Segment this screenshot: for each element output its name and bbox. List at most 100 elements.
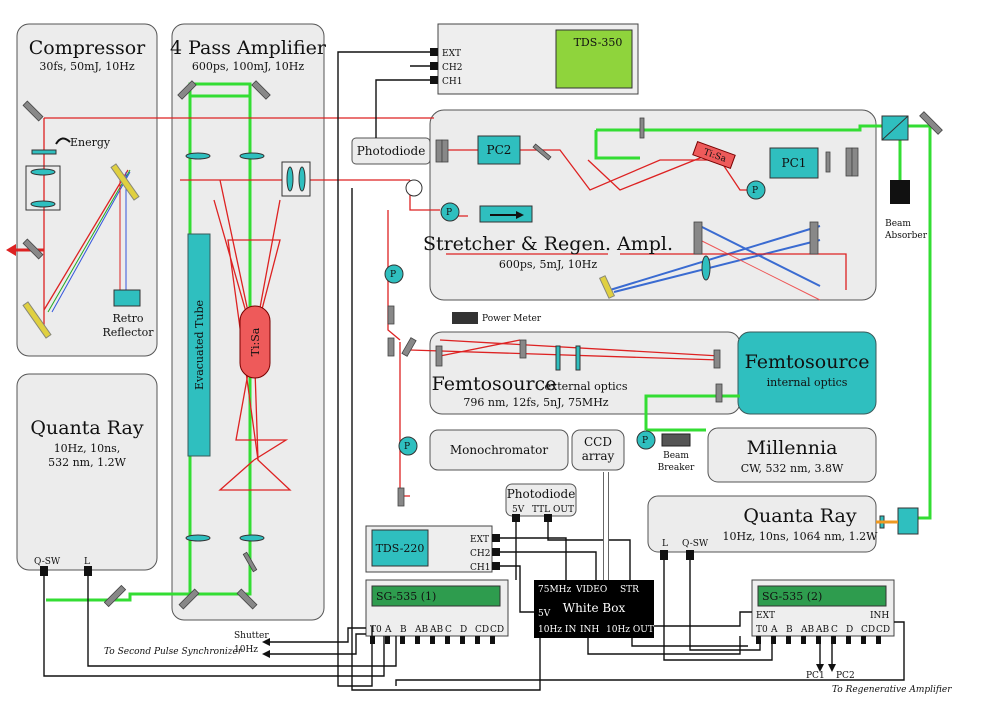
ccd-box xyxy=(571,429,625,471)
qr-right-qsw: Q-SW xyxy=(682,539,709,549)
sg535-1-port-label: B xyxy=(400,625,407,635)
sg535-1-port-connector xyxy=(475,636,480,644)
sg535-1-port-connector xyxy=(400,636,405,644)
grating-symbol xyxy=(110,163,140,201)
power-probe-label: P xyxy=(404,442,410,452)
sg535-2-inh: INH xyxy=(870,611,889,621)
stretcher-panel xyxy=(429,109,877,301)
ccd-label-2: array xyxy=(582,449,615,463)
beam-breaker-2: Breaker xyxy=(658,463,695,473)
qr-left-l: L xyxy=(84,557,90,567)
pc1-label: PC1 xyxy=(782,156,807,170)
sg535-2-port-label: CD xyxy=(861,625,875,635)
power-probe-label: P xyxy=(642,436,648,446)
power-probes: P P P P P xyxy=(384,179,766,456)
sg535-2-port-label: AB xyxy=(815,625,829,635)
tds350-screen xyxy=(555,29,633,89)
photodiode-bottom-label: Photodiode xyxy=(507,487,576,501)
sg535-2-port-label: B xyxy=(786,625,793,635)
ccd-label-1: CCD xyxy=(584,435,612,449)
retro-label-1: Retro xyxy=(112,312,143,325)
photodiode-bottom-box xyxy=(505,483,577,517)
photodiode-5v: 5V xyxy=(512,505,525,515)
femto-int-subtitle: internal optics xyxy=(767,376,848,389)
qr-right-cube xyxy=(897,507,919,535)
power-probe-label: P xyxy=(446,208,452,218)
white-box-title: White Box xyxy=(563,601,626,615)
white-box-5v: 5V xyxy=(538,609,551,619)
sg535-2-port-label: T0 xyxy=(756,625,768,635)
sg535-2-label: SG-535 (2) xyxy=(762,590,822,603)
beam-absorber-1: Beam xyxy=(885,219,911,229)
sg535-1-port-connector xyxy=(460,636,465,644)
amp-crystal-label: Ti:Sa xyxy=(249,327,262,356)
connectors xyxy=(40,48,694,576)
energy-label: Energy xyxy=(70,136,111,149)
white-box-video: VIDEO xyxy=(575,585,607,595)
retro-label-2: Reflector xyxy=(102,326,154,339)
tds350-ext: EXT xyxy=(442,49,461,59)
tds220-label: TDS-220 xyxy=(376,542,425,555)
sg535-1-port-label: CD xyxy=(475,625,489,635)
tds220-screen xyxy=(371,529,429,567)
lens-pair-box xyxy=(281,161,311,197)
stretcher-title: Stretcher & Regen. Ampl. xyxy=(423,233,673,255)
power-probe-label: P xyxy=(390,270,396,280)
monochromator-label: Monochromator xyxy=(450,443,548,457)
mirror-symbol xyxy=(22,238,44,260)
sg535-1-display xyxy=(371,585,501,607)
sg535-1-port-label: AB xyxy=(429,625,443,635)
sg535-2-port-connector xyxy=(801,636,806,644)
stretcher-spec: 600ps, 5mJ, 10Hz xyxy=(499,258,597,271)
amplifier-title: 4 Pass Amplifier xyxy=(170,37,327,59)
white-box-10hz-out: 10Hz OUT xyxy=(606,625,654,635)
quanta-ray-left-panel xyxy=(16,373,158,571)
sg535-2-port-label: D xyxy=(846,625,853,635)
qr-left-spec-2: 532 nm, 1.2W xyxy=(48,456,126,469)
millennia-panel xyxy=(707,427,877,483)
tds220-ch2: CH2 xyxy=(470,549,490,559)
pc1-box xyxy=(769,147,819,179)
grating-symbol xyxy=(22,301,52,339)
sg535-1-port-connector xyxy=(385,636,390,644)
sg535-2-port-connector xyxy=(876,636,881,644)
sg535-1-port-label: T0 xyxy=(370,625,382,635)
white-box-75mhz: 75MHz xyxy=(538,585,572,595)
retro-reflector-symbol xyxy=(113,289,141,307)
femto-ext-spec: 796 nm, 12fs, 5nJ, 75MHz xyxy=(463,396,608,409)
photodiode-ttl: TTL OUT xyxy=(532,505,574,515)
qr-right-l: L xyxy=(662,539,668,549)
sg535-2-ext: EXT xyxy=(756,611,775,621)
photodiode-top-label: Photodiode xyxy=(357,144,426,158)
power-meter-symbol xyxy=(452,312,478,324)
tds350-ch1: CH1 xyxy=(442,77,462,87)
qr-left-title: Quanta Ray xyxy=(30,417,143,439)
beam-absorber-2: Absorber xyxy=(884,231,928,241)
femto-int-panel xyxy=(737,331,877,415)
tds350-ch2: CH2 xyxy=(442,63,462,73)
beam-breaker-1: Beam xyxy=(663,451,689,461)
tds220-ext: EXT xyxy=(470,535,489,545)
pc2-box xyxy=(477,135,521,165)
sg535-2-port-label: AB xyxy=(800,625,814,635)
sg535-1-port-connector xyxy=(445,636,450,644)
sg535-1-port-connector xyxy=(415,636,420,644)
sg535-2-port-label: C xyxy=(831,625,838,635)
optics xyxy=(22,80,943,610)
qr-right-title: Quanta Ray xyxy=(743,505,856,527)
tisa-crystal xyxy=(239,305,271,379)
beam-absorber-symbol xyxy=(890,180,910,204)
sg535-1-port-connector xyxy=(370,636,375,644)
compressor-title: Compressor xyxy=(29,37,146,59)
tds350-label: TDS-350 xyxy=(574,36,623,49)
evacuated-tube xyxy=(187,233,211,457)
sg535-2-port-label: CD xyxy=(876,625,890,635)
sg535-1-port-label: C xyxy=(445,625,452,635)
energy-arrow-icon xyxy=(55,137,71,145)
femto-ext-subtitle: external optics xyxy=(545,380,628,393)
sg535-1-port-label: AB xyxy=(414,625,428,635)
pc2-output-label: PC2 xyxy=(836,671,855,681)
